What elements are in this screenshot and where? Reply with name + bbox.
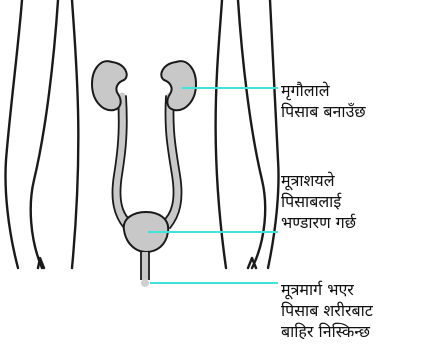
kidney-label-line-1: मृगौलाले — [281, 80, 366, 101]
kidney-label-line-2: पिसाब बनाउँछ — [281, 101, 366, 122]
bladder-label-line-1: मूत्राशयले — [281, 170, 356, 191]
urethra — [141, 252, 149, 287]
urethra-label: मूत्रमार्ग भएर पिसाब शरीरबाट बाहिर निस्क… — [281, 279, 373, 342]
kidney-label: मृगौलाले पिसाब बनाउँछ — [281, 80, 366, 122]
urethra-opening — [141, 279, 149, 287]
left-torso-outline — [72, 0, 78, 268]
bladder-label: मूत्राशयले पिसाबलाई भण्डारण गर्छ — [281, 170, 356, 233]
right-arm-inner-outline — [238, 0, 265, 268]
urethra-label-line-2: पिसाब शरीरबाट — [281, 300, 373, 321]
ureters — [112, 96, 181, 228]
urethra-fill — [142, 252, 148, 280]
right-torso-outline — [216, 0, 226, 268]
bladder-label-line-2: पिसाबलाई — [281, 191, 356, 212]
bladder-label-line-3: भण्डारण गर्छ — [281, 212, 356, 233]
urethra-label-line-1: मूत्रमार्ग भएर — [281, 279, 373, 300]
left-arm-outer-outline — [6, 0, 23, 268]
kidneys — [92, 61, 196, 110]
right-arm-outer-outline — [268, 0, 279, 268]
urethra-label-line-3: बाहिर निस्किन्छ — [281, 321, 373, 342]
left-arm-inner-outline — [31, 0, 58, 268]
right-kidney — [161, 61, 196, 110]
left-kidney — [92, 61, 127, 110]
